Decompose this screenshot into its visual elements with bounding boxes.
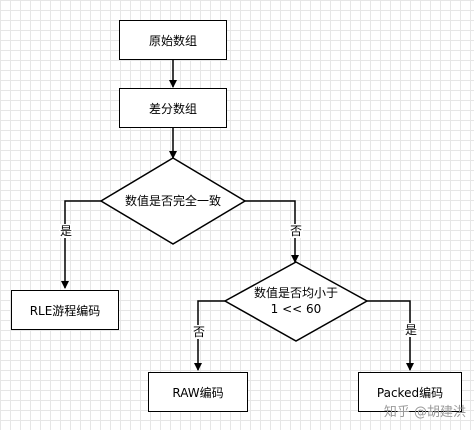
raw-encoding-box: RAW编码 [148, 372, 248, 412]
edge-decision1-yes [61, 200, 101, 289]
diff-array-box: 差分数组 [119, 88, 227, 128]
decision-less-than-line1: 数值是否均小于 [253, 286, 338, 300]
original-array-label: 原始数组 [148, 33, 197, 48]
raw-encoding-label: RAW编码 [172, 385, 224, 400]
edge-label-all-same-no: 否 [289, 224, 304, 238]
decision-less-than-label: 数值是否均小于 1 << 60 [236, 285, 356, 317]
packed-encoding-box: Packed编码 [358, 372, 462, 412]
diff-array-label: 差分数组 [148, 101, 197, 116]
rle-encoding-label: RLE游程编码 [29, 303, 101, 318]
edge-decision2-no [194, 300, 225, 371]
edge-label-less-than-no: 否 [192, 325, 207, 339]
edge-decision2-yes [367, 300, 414, 371]
rle-encoding-box: RLE游程编码 [11, 290, 119, 330]
decision-less-than-line2: 1 << 60 [270, 302, 322, 316]
edge-label-less-than-yes: 是 [404, 323, 419, 337]
decision-less-than-shape [223, 261, 369, 342]
edge-decision1-no [245, 200, 299, 263]
edge-label-all-same-yes: 是 [59, 224, 74, 238]
packed-encoding-label: Packed编码 [376, 385, 444, 400]
decision-all-same-label: 数值是否完全一致 [124, 194, 221, 208]
watermark-text: 知乎 @胡建洪 [383, 405, 466, 420]
original-array-box: 原始数组 [119, 20, 227, 60]
decision-all-same-shape [99, 157, 247, 245]
